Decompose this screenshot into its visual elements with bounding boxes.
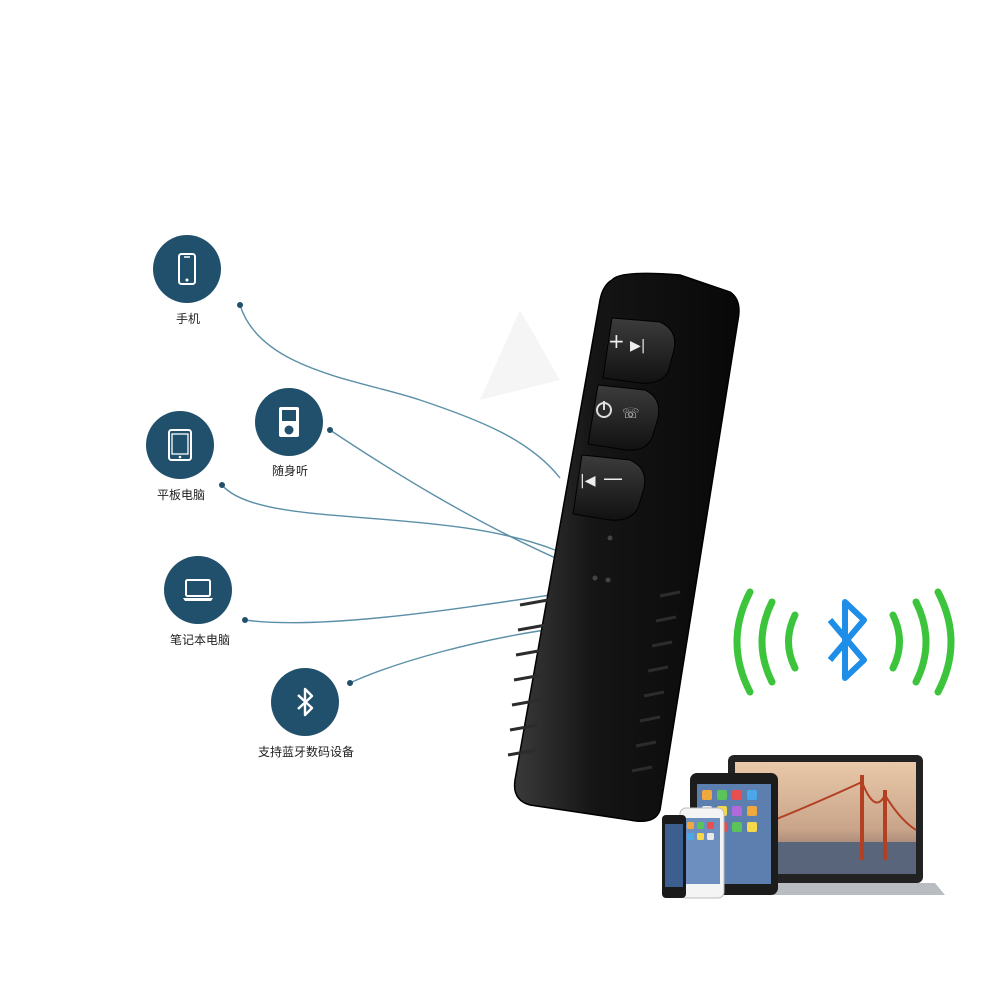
connector-line-bluetooth — [349, 629, 546, 684]
svg-text:+: + — [608, 329, 625, 353]
bluetooth-receiver: + ▶| ☏ |◀ — — [507, 272, 740, 822]
connector-line-phone — [239, 304, 561, 479]
svg-text:▶|: ▶| — [630, 338, 645, 354]
svg-text:|◀: |◀ — [580, 473, 596, 489]
connector-line-tablet — [221, 484, 556, 551]
connector-line-laptop — [244, 594, 551, 624]
laptop-label: 笔记本电脑 — [169, 633, 231, 647]
tablet-label: 平板电脑 — [156, 488, 206, 502]
svg-text:☏: ☏ — [622, 406, 640, 422]
bluetooth-icon — [297, 687, 314, 717]
phone-circle — [153, 235, 221, 303]
bluetooth-label: 支持蓝牙数码设备 — [257, 745, 355, 759]
music-player-icon — [279, 407, 299, 437]
phone-icon — [178, 253, 196, 285]
devices-group — [662, 755, 945, 899]
laptop-circle — [164, 556, 232, 624]
laptop-icon — [183, 579, 213, 601]
svg-text:—: — — [603, 466, 623, 490]
connector-lines — [221, 304, 561, 684]
connector-line-player — [329, 429, 561, 561]
tablet-circle — [146, 411, 214, 479]
tablet-icon — [168, 429, 192, 461]
phone-label: 手机 — [175, 312, 201, 326]
bluetooth-signal-icon — [733, 588, 955, 696]
player-circle — [255, 388, 323, 456]
player-label: 随身听 — [271, 464, 309, 478]
bluetooth-circle — [271, 668, 339, 736]
